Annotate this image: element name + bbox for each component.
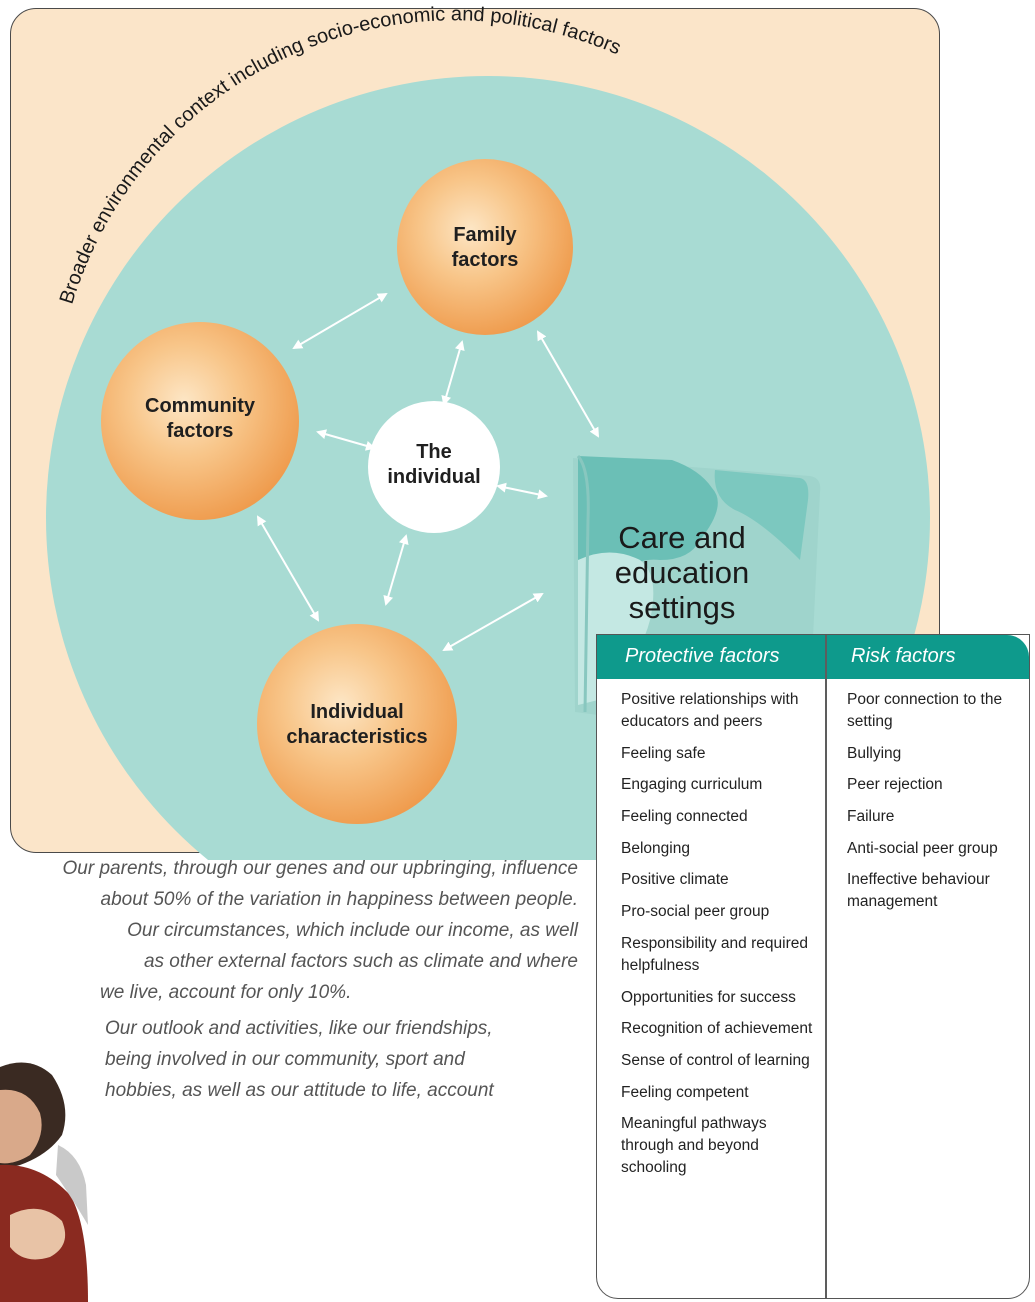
risk-factor: Peer rejection <box>847 776 943 794</box>
characteristics-label-2: characteristics <box>286 726 427 748</box>
individual-characteristics-node <box>257 624 457 824</box>
quote-line: Our parents, through our genes and our u… <box>62 858 578 879</box>
family-label-1: Family <box>453 224 517 246</box>
family-label-2: factors <box>452 249 519 271</box>
risk-factor: Failure <box>847 808 895 826</box>
setting-line-3: settings <box>629 590 736 625</box>
community-label-1: Community <box>145 395 256 417</box>
quote-line: Our circumstances, which include our inc… <box>127 920 578 941</box>
risk-factor: Anti-social peer group <box>847 839 998 857</box>
arrow-individual-characteristics <box>383 534 409 606</box>
arrow-family-setting <box>537 330 599 438</box>
column-divider <box>825 635 827 1298</box>
community-factors-node <box>101 322 299 520</box>
protective-factor: Engaging curriculum <box>621 776 763 794</box>
protective-factor: Positive climate <box>621 871 729 889</box>
arrow-community-individual <box>316 429 376 451</box>
protective-factor: Responsibility and required helpfulness <box>621 934 808 974</box>
setting-line-2: education <box>615 555 749 590</box>
quote-line: being involved in our community, sport a… <box>105 1049 465 1070</box>
setting-line-1: Care and <box>618 520 746 555</box>
arrow-family-individual <box>441 340 465 406</box>
protective-factor: Pro-social peer group <box>621 903 770 921</box>
quote-line: as other external factors such as climat… <box>143 951 578 972</box>
arrow-characteristics-setting <box>442 593 544 651</box>
quote-line: hobbies, as well as our attitude to life… <box>105 1080 494 1101</box>
risk-factor: Poor connection to the setting <box>847 691 1003 730</box>
arrow-community-family <box>292 292 388 350</box>
protective-factor: Sense of control of learning <box>621 1051 810 1069</box>
protective-factor: Belonging <box>621 839 690 857</box>
risk-factor: Ineffective behaviour management <box>847 871 990 911</box>
protective-factor: Meaningful pathways through and beyond s… <box>621 1115 767 1177</box>
quote-line: Our outlook and activities, like our fri… <box>105 1018 493 1039</box>
arrow-individual-setting <box>496 482 548 500</box>
protective-factor: Feeling safe <box>621 744 706 762</box>
protective-factor: Feeling connected <box>621 808 748 826</box>
relationship-arrows <box>256 292 599 651</box>
photo <box>0 995 88 1302</box>
risk-header: Risk factors <box>851 645 956 667</box>
community-label-2: factors <box>167 420 234 442</box>
protective-factor: Recognition of achievement <box>621 1020 813 1038</box>
quote-line: about 50% of the variation in happiness … <box>100 889 578 910</box>
protective-factor: Positive relationships with educators an… <box>621 691 799 730</box>
risk-factor: Bullying <box>847 744 902 762</box>
factors-table: Protective factors Risk factors Positive… <box>596 634 1030 1299</box>
individual-node <box>368 401 500 533</box>
protective-list: Positive relationships with educators an… <box>621 689 821 1189</box>
family-factors-node <box>397 159 573 335</box>
characteristics-label-1: Individual <box>310 701 403 723</box>
protective-factor: Opportunities for success <box>621 988 796 1006</box>
table-header: Protective factors Risk factors <box>597 635 1029 679</box>
individual-label-1: The <box>416 441 452 463</box>
quote-line: we live, account for only 10%. <box>100 982 352 1003</box>
arrow-community-characteristics <box>256 515 320 622</box>
individual-label-2: individual <box>387 466 480 488</box>
protective-header: Protective factors <box>625 645 780 667</box>
protective-factor: Feeling competent <box>621 1083 749 1101</box>
